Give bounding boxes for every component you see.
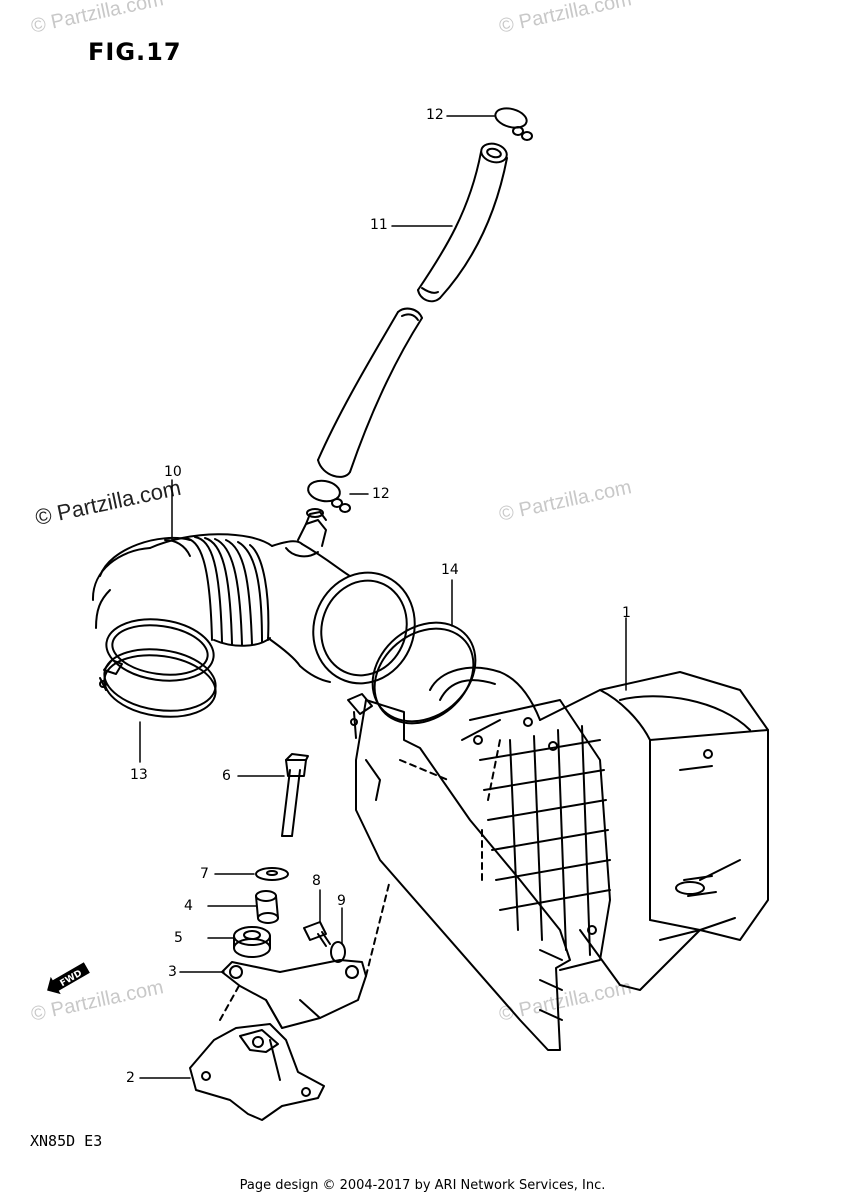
breather-hose-lower xyxy=(317,307,423,478)
callout-12-lower: 12 xyxy=(372,486,390,502)
callout-4: 4 xyxy=(184,898,193,914)
callout-13: 13 xyxy=(130,767,148,783)
callout-5: 5 xyxy=(174,930,183,946)
callout-1: 1 xyxy=(622,605,631,621)
upper-bracket xyxy=(221,879,391,1029)
screw xyxy=(303,921,331,947)
mounting-bolt xyxy=(281,753,309,837)
small-washer xyxy=(330,941,346,963)
boot-clamp xyxy=(99,648,217,718)
hose-clamp-lower xyxy=(307,479,351,513)
lower-bracket xyxy=(189,983,325,1121)
callout-10: 10 xyxy=(164,464,182,480)
figure-title: FIG.17 xyxy=(88,38,182,66)
copyright-footer: Page design © 2004-2017 by ARI Network S… xyxy=(239,1178,606,1193)
callout-3: 3 xyxy=(168,964,177,980)
breather-hose-upper xyxy=(417,142,508,303)
callout-7: 7 xyxy=(200,866,209,882)
air-cleaner-box xyxy=(429,666,769,991)
hose-clamp-top xyxy=(494,107,533,141)
washer xyxy=(255,867,289,881)
callout-12-top: 12 xyxy=(426,107,444,123)
callout-9: 9 xyxy=(337,893,346,909)
intake-boot xyxy=(91,508,416,685)
callout-2: 2 xyxy=(126,1070,135,1086)
forward-arrow-icon: FWD xyxy=(47,962,90,995)
air-box-side-panel xyxy=(355,699,571,1051)
model-code: XN85D E3 xyxy=(30,1132,103,1150)
grommet xyxy=(233,926,271,958)
callout-14: 14 xyxy=(441,562,459,578)
callout-11: 11 xyxy=(370,217,388,233)
leader-lines xyxy=(139,115,627,1079)
collar xyxy=(255,890,279,924)
callout-6: 6 xyxy=(222,768,231,784)
callout-8: 8 xyxy=(312,873,321,889)
air-box-clamp xyxy=(347,621,477,739)
